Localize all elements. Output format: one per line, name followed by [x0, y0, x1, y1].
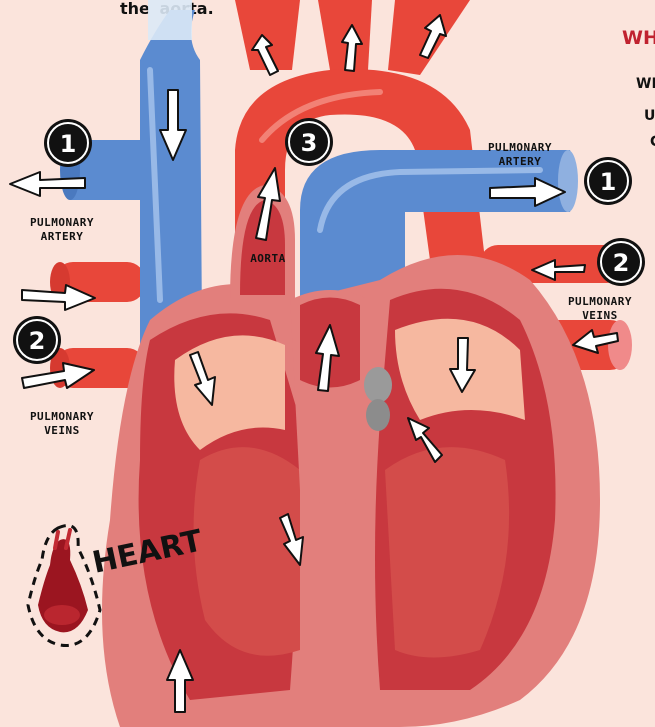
badge-2-left: 2: [13, 316, 61, 364]
side-heading: WH: [622, 27, 655, 49]
side-line-3: C: [650, 134, 655, 150]
svg-text:PULMONARY: PULMONARY: [30, 216, 94, 229]
svg-text:ARTERY: ARTERY: [41, 230, 84, 243]
badge-3: 3: [285, 118, 333, 166]
svg-text:VEINS: VEINS: [44, 424, 80, 437]
side-line-1: WI: [636, 76, 655, 92]
label-pulmonary-artery-left: PULMONARY ARTERY: [30, 216, 94, 243]
label-pulmonary-veins-left: PULMONARY VEINS: [30, 410, 94, 437]
svg-text:PULMONARY: PULMONARY: [488, 141, 552, 154]
svg-text:2: 2: [29, 327, 46, 355]
svg-text:1: 1: [60, 130, 77, 158]
svg-text:1: 1: [600, 168, 617, 196]
badge-2-right: 2: [597, 238, 645, 286]
svg-text:2: 2: [613, 249, 630, 277]
svg-text:3: 3: [301, 129, 318, 157]
heart-sticker: [28, 526, 100, 646]
label-aorta: AORTA: [250, 252, 286, 265]
svg-text:PULMONARY: PULMONARY: [568, 295, 632, 308]
svg-text:VEINS: VEINS: [582, 309, 618, 322]
svg-text:PULMONARY: PULMONARY: [30, 410, 94, 423]
label-pulmonary-veins-right: PULMONARY VEINS: [568, 295, 632, 322]
side-line-2: U: [644, 108, 655, 124]
badge-1-left: 1: [44, 119, 92, 167]
svg-text:ARTERY: ARTERY: [499, 155, 542, 168]
badge-1-right: 1: [584, 157, 632, 205]
